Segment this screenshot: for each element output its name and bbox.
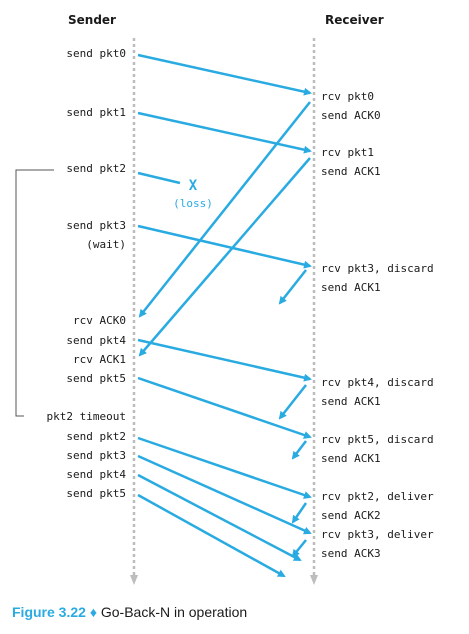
pkt1-arrow	[137, 111, 312, 154]
pkt4-resend-arrow	[137, 473, 302, 562]
sender-label: (wait)	[86, 238, 126, 251]
pkt3-arrow	[137, 224, 312, 269]
receiver-label: send ACK0	[321, 109, 381, 122]
pkt2-resend-arrow	[137, 436, 312, 499]
sender-label: send pkt1	[66, 106, 126, 119]
pkt3-resend-arrow	[137, 454, 312, 535]
go-back-n-diagram: Sender Receiver send pkt0 send pkt1 send…	[15, 13, 434, 585]
sender-label: send pkt5	[66, 372, 126, 385]
ack3-arrow	[291, 539, 307, 558]
receiver-label: rcv pkt1	[321, 146, 374, 159]
ack0-arrow	[138, 101, 311, 318]
caption-figure-number: Figure 3.22	[12, 604, 86, 620]
receiver-label: rcv pkt5, discard	[321, 433, 434, 446]
ack1-dup-arrow-1	[278, 269, 307, 305]
sender-labels: send pkt0 send pkt1 send pkt2 send pkt3 …	[47, 47, 127, 500]
timeout-label: pkt2 timeout	[47, 410, 126, 423]
pkt5-resend-arrow	[137, 493, 286, 578]
sender-heading: Sender	[68, 13, 116, 27]
sender-label: send pkt2	[66, 430, 126, 443]
ack1-dup-arrow-2	[278, 384, 307, 420]
receiver-label: send ACK1	[321, 395, 381, 408]
sender-label: send pkt3	[66, 449, 126, 462]
ack1-arrow	[138, 157, 311, 357]
receiver-labels: rcv pkt0 send ACK0 rcv pkt1 send ACK1 rc…	[321, 90, 434, 560]
loss-label: (loss)	[173, 197, 213, 210]
loss-mark: X	[189, 178, 198, 194]
receiver-label: rcv pkt2, deliver	[321, 490, 434, 503]
sender-label: send pkt4	[66, 468, 126, 481]
receiver-label: send ACK1	[321, 281, 381, 294]
caption-text: Go-Back-N in operation	[100, 604, 248, 620]
pkt4-arrow	[137, 338, 312, 382]
receiver-label: send ACK3	[321, 547, 381, 560]
sender-label: send pkt5	[66, 487, 126, 500]
receiver-label: send ACK1	[321, 452, 381, 465]
sender-label: send pkt0	[66, 47, 126, 60]
receiver-label: rcv pkt0	[321, 90, 374, 103]
sender-label: rcv ACK1	[73, 353, 126, 366]
ack2-arrow	[291, 502, 308, 524]
receiver-label: send ACK2	[321, 509, 381, 522]
message-arrows	[137, 53, 312, 578]
sender-label: send pkt2	[66, 162, 126, 175]
receiver-heading: Receiver	[325, 13, 384, 27]
pkt5-arrow	[137, 376, 312, 439]
receiver-label: rcv pkt3, discard	[321, 262, 434, 275]
sender-label: send pkt3	[66, 219, 126, 232]
sender-label: send pkt4	[66, 334, 126, 347]
pkt0-arrow	[137, 53, 312, 96]
receiver-label: send ACK1	[321, 165, 381, 178]
receiver-label: rcv pkt4, discard	[321, 376, 434, 389]
pkt2-lost-arrow	[137, 171, 181, 185]
caption-separator: ♦	[89, 604, 97, 620]
receiver-label: rcv pkt3, deliver	[321, 528, 434, 541]
figure-caption: Figure 3.22 ♦ Go-Back-N in operation	[12, 604, 247, 620]
timeout-bracket	[15, 169, 54, 417]
ack1-dup-arrow-3	[291, 440, 307, 460]
sender-label: rcv ACK0	[73, 314, 126, 327]
